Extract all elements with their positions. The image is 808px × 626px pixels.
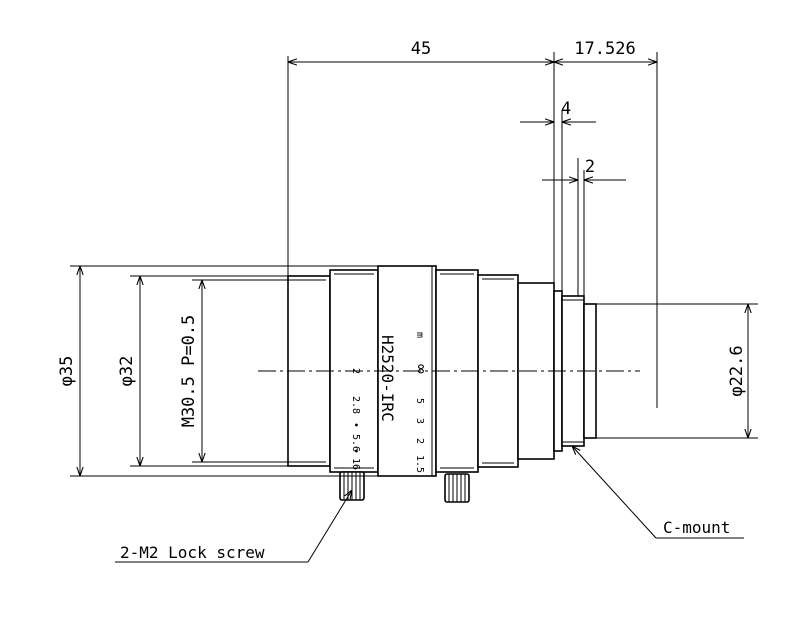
focus-2: 2 xyxy=(414,438,425,444)
callout-c-mount: C-mount xyxy=(572,446,744,539)
back-focus-label: 17.526 xyxy=(574,39,635,59)
dimension-thread-width: 2 xyxy=(542,157,626,296)
focus-infinity: ∞ xyxy=(412,364,431,374)
dimension-ring-diameter: φ32 xyxy=(117,275,288,467)
callout-lock-screw: 2-M2 Lock screw xyxy=(115,490,352,563)
dimension-outer-diameter: φ35 xyxy=(57,265,378,477)
aperture-2: 2 xyxy=(350,368,361,374)
length-label: 45 xyxy=(411,39,431,59)
dimension-flange-width: 4 xyxy=(520,99,596,291)
mount-diameter-label: φ22.6 xyxy=(727,345,747,396)
lens-markings: H2520-IRC m ∞ 5 3 2 1.5 2 2.8 • 5.6 • 16 xyxy=(350,332,431,473)
ring-diameter-label: φ32 xyxy=(117,356,137,387)
aperture-dot-2: • xyxy=(350,448,361,454)
flange-width-label: 4 xyxy=(561,99,571,119)
lock-screw-right xyxy=(444,473,470,503)
dimension-mount-diameter: φ22.6 xyxy=(596,303,758,439)
thread-width-label: 2 xyxy=(585,157,595,177)
dimension-length: 45 xyxy=(287,39,555,283)
outer-diameter-label: φ35 xyxy=(57,356,77,387)
focus-1-5: 1.5 xyxy=(414,455,425,473)
dimension-filter-thread: M30.5 P=0.5 xyxy=(179,279,292,463)
focus-5: 5 xyxy=(414,398,425,404)
c-mount-label: C-mount xyxy=(663,518,730,537)
aperture-16: 16 xyxy=(350,458,361,470)
lens-body xyxy=(287,265,597,503)
filter-thread-label: M30.5 P=0.5 xyxy=(179,315,199,428)
lock-screw-label: 2-M2 Lock screw xyxy=(120,543,265,562)
dimension-back-focus: 17.526 xyxy=(554,39,658,408)
model-marking: H2520-IRC xyxy=(378,335,397,422)
aperture-2-8: 2.8 xyxy=(350,396,361,414)
aperture-dot-1: • xyxy=(350,422,361,428)
aperture-5-6: 5.6 xyxy=(350,434,361,452)
focus-unit-marking: m xyxy=(414,332,425,338)
focus-3: 3 xyxy=(414,418,425,424)
